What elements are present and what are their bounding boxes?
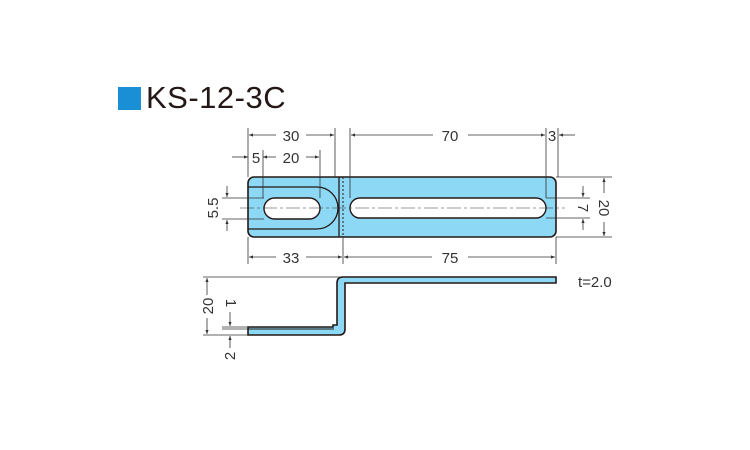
dim-33: 33 bbox=[283, 250, 300, 267]
dim-5-5: 5.5 bbox=[205, 198, 222, 219]
left-slot bbox=[263, 197, 321, 220]
side-view bbox=[247, 276, 557, 336]
dim-75: 75 bbox=[442, 250, 459, 267]
bracket-profile bbox=[247, 276, 557, 336]
thickness-label: t=2.0 bbox=[578, 274, 612, 291]
dim-5: 5 bbox=[252, 150, 260, 167]
product-title: KS-12-3C bbox=[118, 80, 286, 116]
dim-70: 70 bbox=[442, 128, 459, 145]
extension-lines bbox=[222, 128, 612, 264]
dim-2: 2 bbox=[222, 352, 239, 360]
dim-30: 30 bbox=[283, 128, 300, 145]
dim-1: 1 bbox=[222, 299, 239, 307]
top-view bbox=[240, 176, 565, 238]
dim-20-height: 20 bbox=[200, 298, 217, 315]
dimension-lines bbox=[225, 133, 606, 259]
dim-20-slot: 20 bbox=[283, 150, 300, 167]
dim-3: 3 bbox=[548, 128, 556, 145]
dim-20-width: 20 bbox=[595, 200, 612, 217]
title-marker-square bbox=[118, 86, 141, 110]
side-dimension-lines bbox=[203, 276, 340, 348]
product-code: KS-12-3C bbox=[146, 80, 287, 115]
dim-7: 7 bbox=[574, 204, 591, 212]
